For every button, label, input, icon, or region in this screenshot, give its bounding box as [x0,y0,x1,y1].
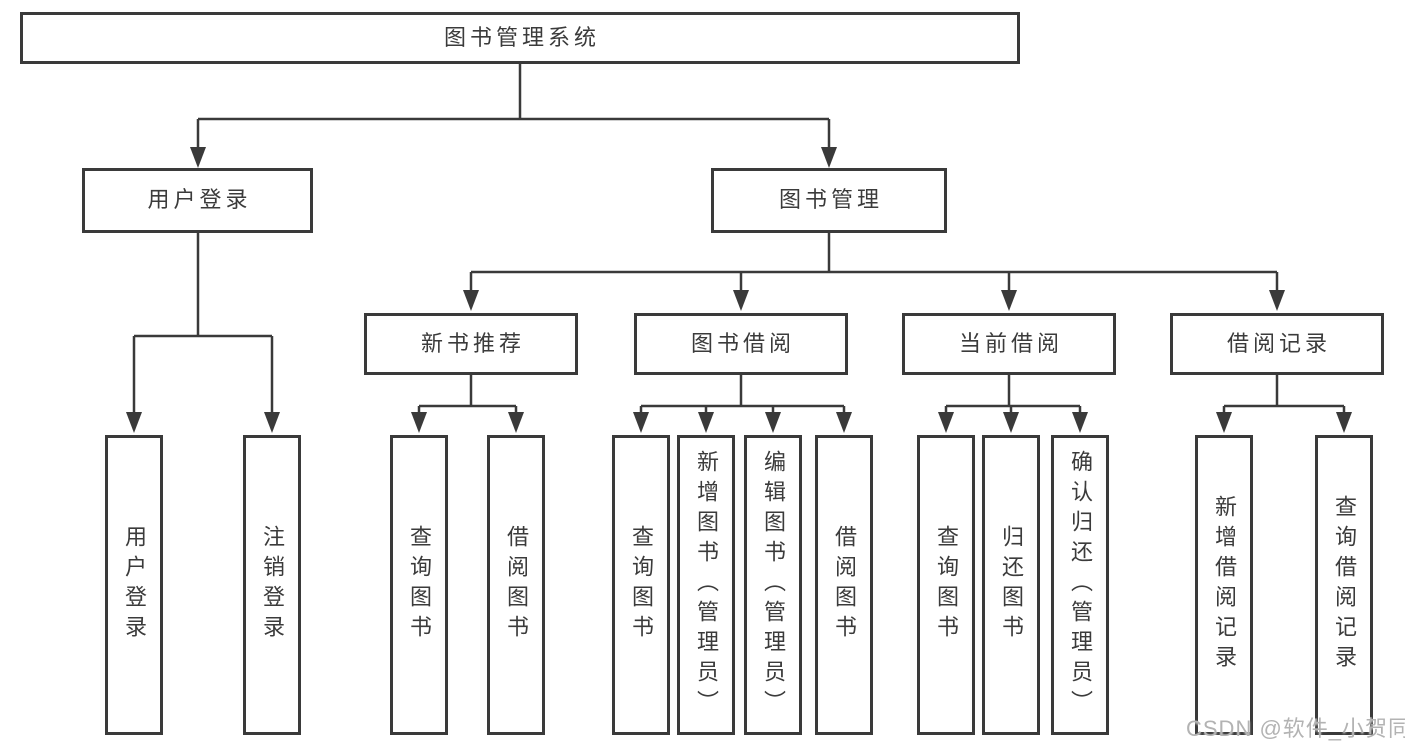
node-new-book-recommend: 新书推荐 [364,313,578,375]
node-user-login: 用户登录 [82,168,313,233]
leaf-logout-label: 注销登录 [260,525,285,645]
watermark: CSDN @软件_小贺同学 [1186,716,1405,741]
leaf-query-books-recommend: 查询图书 [390,435,448,735]
leaf-query-books-borrow: 查询图书 [612,435,670,735]
leaf-user-login: 用户登录 [105,435,163,735]
leaf-user-login-label: 用户登录 [122,525,147,645]
leaf-query-books-recommend-label: 查询图书 [407,525,432,645]
leaf-edit-book-admin: 编辑图书（管理员） [744,435,802,735]
node-new-book-recommend-label: 新书推荐 [420,330,525,356]
leaf-query-books-current: 查询图书 [917,435,975,735]
leaf-edit-book-admin-label: 编辑图书（管理员） [761,450,786,720]
leaf-query-borrow-record-label: 查询借阅记录 [1332,495,1357,675]
leaf-confirm-return-admin: 确认归还（管理员） [1051,435,1109,735]
node-root-label: 图书管理系统 [443,24,600,50]
node-user-login-label: 用户登录 [147,187,252,213]
leaf-confirm-return-admin-label: 确认归还（管理员） [1068,450,1093,720]
leaf-add-book-admin-label: 新增图书（管理员） [694,450,719,720]
node-root: 图书管理系统 [20,12,1020,64]
leaf-return-books-label: 归还图书 [999,525,1024,645]
leaf-query-books-current-label: 查询图书 [934,525,959,645]
node-current-borrow: 当前借阅 [902,313,1116,375]
node-book-management: 图书管理 [711,168,947,233]
node-current-borrow-label: 当前借阅 [958,330,1063,356]
leaf-borrow-books-recommend: 借阅图书 [487,435,545,735]
leaf-query-borrow-record: 查询借阅记录 [1315,435,1373,735]
node-book-borrow: 图书借阅 [634,313,848,375]
node-borrow-records-label: 借阅记录 [1226,330,1331,356]
node-book-borrow-label: 图书借阅 [690,330,795,356]
node-borrow-records: 借阅记录 [1170,313,1384,375]
leaf-add-book-admin: 新增图书（管理员） [677,435,735,735]
leaf-query-books-borrow-label: 查询图书 [629,525,654,645]
leaf-logout: 注销登录 [243,435,301,735]
leaf-borrow-books-recommend-label: 借阅图书 [504,525,529,645]
leaf-borrow-books-label: 借阅图书 [832,525,857,645]
leaf-add-borrow-record-label: 新增借阅记录 [1212,495,1237,675]
leaf-borrow-books: 借阅图书 [815,435,873,735]
node-book-management-label: 图书管理 [778,187,883,213]
leaf-return-books: 归还图书 [982,435,1040,735]
arrowheads [126,147,1352,433]
leaf-add-borrow-record: 新增借阅记录 [1195,435,1253,735]
